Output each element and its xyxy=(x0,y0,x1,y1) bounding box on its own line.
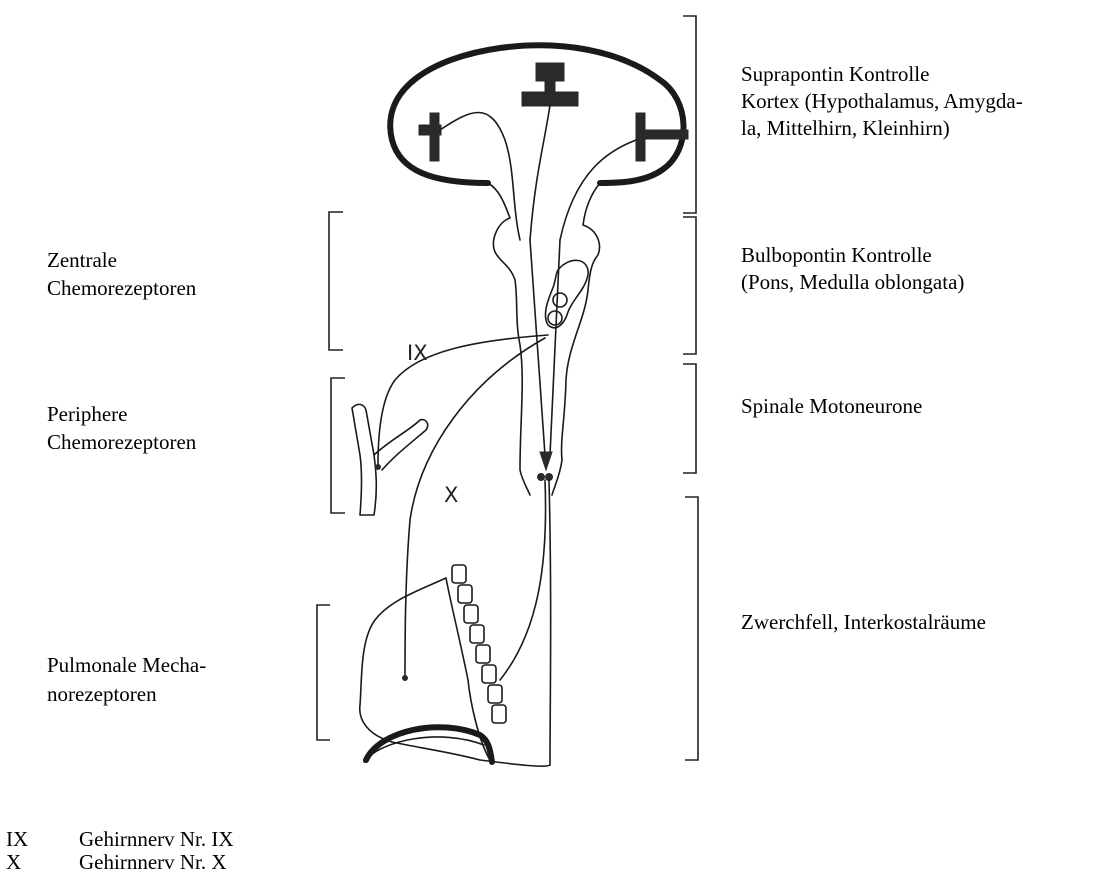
label-spinal-motoneurons: Spinale Motoneurone xyxy=(741,394,922,419)
label-suprapontin-line3: la, Mittelhirn, Kleinhirn) xyxy=(741,116,950,141)
bracket-diaphragm xyxy=(685,497,698,760)
label-diaphragm: Zwerchfell, Interkostalräume xyxy=(741,610,986,635)
label-bulbopontin-line1: Bulbopontin Kontrolle xyxy=(741,243,932,268)
label-suprapontin-line1: Suprapontin Kontrolle xyxy=(741,62,929,87)
bracket-spinal xyxy=(683,364,696,473)
brain-cortex xyxy=(390,45,688,240)
spinal-motoneuron-dot-1 xyxy=(538,474,545,481)
label-pulmonary-line2: norezeptoren xyxy=(47,682,157,707)
label-pulmonary-line1: Pulmonale Mecha- xyxy=(47,653,206,678)
legend-code-ix: IX xyxy=(6,828,28,850)
bracket-peripheral-chemoreceptors xyxy=(331,378,345,513)
phrenic-nerve xyxy=(549,480,551,765)
bracket-bulbopontin xyxy=(683,217,696,354)
label-peripheral-line2: Chemorezeptoren xyxy=(47,430,196,455)
nerve-label-x: X xyxy=(444,483,458,507)
label-central-line2: Chemorezeptoren xyxy=(47,276,196,301)
carotid-body xyxy=(352,404,428,515)
bracket-pulmonary-mechanoreceptors xyxy=(317,605,330,740)
nerve-label-ix: IX xyxy=(407,341,428,365)
label-bulbopontin-line2: (Pons, Medulla oblongata) xyxy=(741,270,964,295)
label-peripheral-line1: Periphere xyxy=(47,402,127,427)
legend-code-x: X xyxy=(6,851,21,873)
nerve-x-path xyxy=(405,338,545,678)
label-suprapontin-line2: Kortex (Hypothalamus, Amygda- xyxy=(741,89,1023,114)
spinal-nerve xyxy=(500,480,546,680)
diaphragm-arc xyxy=(364,727,492,762)
label-central-line1: Zentrale xyxy=(47,248,117,273)
bracket-central-chemoreceptors xyxy=(329,212,343,350)
legend-text-x: Gehirnnerv Nr. X xyxy=(79,851,227,873)
legend-text-ix: Gehirnnerv Nr. IX xyxy=(79,828,234,850)
